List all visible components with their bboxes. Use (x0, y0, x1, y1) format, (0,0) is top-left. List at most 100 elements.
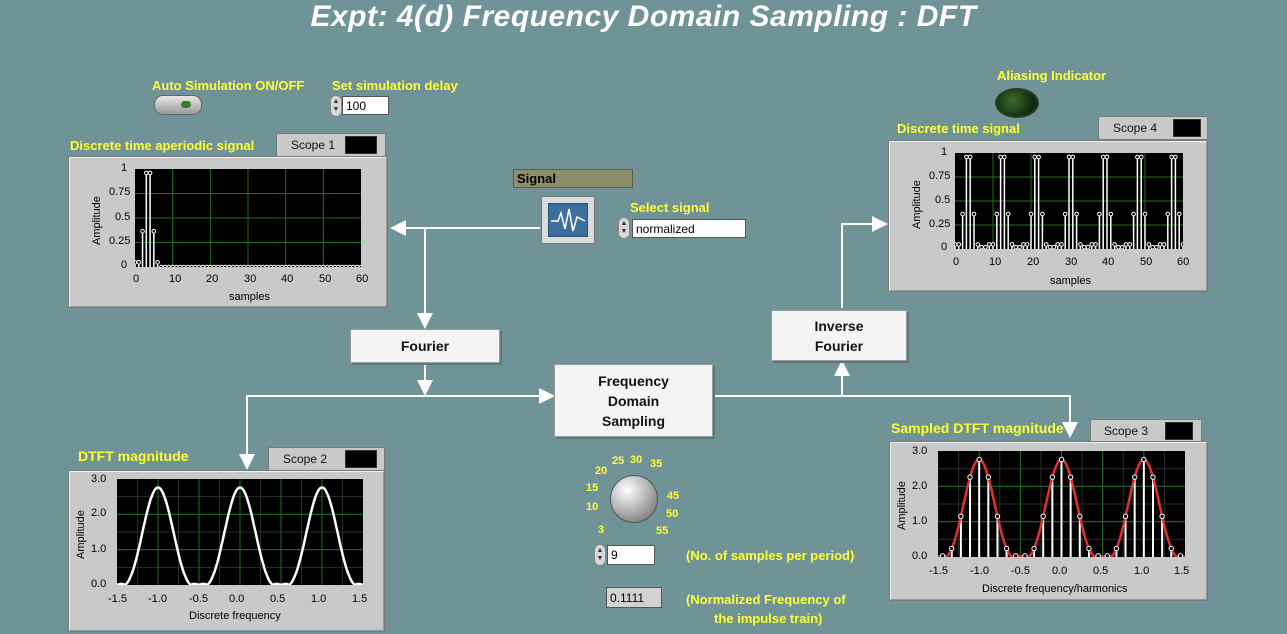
x-tick: -0.5 (189, 593, 208, 605)
stem-marker (1074, 211, 1079, 217)
stem-marker (1067, 474, 1074, 480)
frequency-domain-sampling-block: Frequency Domain Sampling (554, 364, 713, 437)
stem-marker (189, 264, 194, 267)
stem-marker (1086, 545, 1092, 552)
stem-marker (181, 264, 187, 267)
stem-marker (1032, 154, 1038, 160)
scope1-tab-label: Scope 1 (290, 138, 336, 152)
scope4-plot[interactable] (955, 153, 1183, 249)
stem-marker (1141, 456, 1147, 463)
scope1-plot[interactable] (135, 169, 361, 267)
samples-knob-group: 3 10 15 20 25 30 35 45 50 55 (584, 454, 684, 540)
scope3-tab[interactable]: Scope 3 (1090, 419, 1202, 443)
stem-marker (1161, 242, 1167, 247)
stem-marker (196, 264, 202, 267)
stem-marker (1127, 242, 1133, 247)
stem-marker (283, 264, 288, 267)
scope2-tab[interactable]: Scope 2 (268, 447, 385, 471)
scope1-xlabel: samples (229, 291, 270, 303)
scope1-title: Discrete time aperiodic signal (70, 138, 255, 153)
scope4-ylabel: Amplitude (911, 180, 923, 229)
scope3-tab-label: Scope 3 (1103, 424, 1149, 438)
fds-line3: Sampling (601, 412, 665, 429)
x-tick: 1.0 (1134, 565, 1150, 577)
scope2-xlabel: Discrete frequency (189, 610, 281, 622)
stem-marker (339, 264, 345, 267)
select-signal-input[interactable]: normalized (632, 219, 746, 238)
y-tick: 0.25 (109, 235, 131, 247)
knob-label: 3 (598, 524, 605, 536)
x-tick: 50 (319, 273, 332, 285)
knob-label: 30 (630, 454, 643, 466)
stem-marker (1169, 154, 1174, 160)
stem-marker (1135, 154, 1140, 160)
samples-input[interactable]: 9 (607, 545, 655, 565)
stem-marker (1180, 242, 1183, 247)
stem-marker (321, 264, 326, 267)
scope1-tab[interactable]: Scope 1 (276, 133, 386, 157)
scope4-tab-label: Scope 4 (1112, 121, 1158, 135)
x-tick: 40 (1102, 256, 1115, 268)
samples-label: (No. of samples per period) (686, 548, 855, 563)
stem-marker (1095, 553, 1101, 557)
x-tick: 0 (133, 273, 140, 285)
scope3-plot[interactable] (938, 451, 1185, 557)
scope4-tab[interactable]: Scope 4 (1098, 116, 1208, 140)
stem-marker (1066, 154, 1072, 160)
y-tick: 3.0 (91, 473, 107, 485)
stem-marker (1013, 553, 1019, 557)
x-tick: 1.0 (311, 593, 327, 605)
scope1-ylabel: Amplitude (91, 196, 103, 245)
y-tick: 2.0 (91, 507, 107, 519)
stem-marker (219, 264, 224, 267)
delay-spinner[interactable]: ▲▼ (330, 95, 342, 117)
stem-marker (1159, 513, 1165, 519)
delay-input[interactable]: 100 (342, 96, 389, 115)
stem-marker (1157, 242, 1163, 247)
x-tick: 60 (1177, 256, 1190, 268)
stem-marker (1009, 242, 1015, 247)
auto-sim-toggle[interactable] (154, 95, 202, 115)
stem-marker (998, 154, 1003, 160)
stem-marker (1058, 456, 1065, 463)
stem-marker (1077, 513, 1083, 519)
knob-label: 15 (586, 482, 599, 494)
stem-marker (949, 545, 955, 552)
knob-label: 20 (595, 465, 608, 477)
stem-marker (253, 264, 258, 267)
stem-marker (1176, 211, 1182, 217)
y-tick: 1.0 (91, 543, 107, 555)
scope3-ylabel: Amplitude (896, 481, 908, 530)
stem-marker (287, 264, 292, 267)
y-tick: 0 (121, 259, 128, 271)
signal-icon-button[interactable] (541, 196, 595, 244)
stem-marker (159, 264, 164, 267)
x-tick: 0 (953, 256, 960, 268)
aliasing-indicator-led (995, 88, 1039, 118)
stem-marker (1062, 211, 1068, 217)
stem-marker (994, 211, 1000, 217)
x-tick: 60 (356, 273, 369, 285)
stem-marker (162, 264, 168, 267)
stem-marker (990, 242, 996, 247)
stem-marker (208, 264, 213, 267)
samples-knob[interactable] (610, 475, 658, 523)
stem-marker (979, 244, 984, 249)
select-signal-spinner[interactable]: ▲▼ (618, 217, 630, 239)
scope2-panel: 3.0 2.0 1.0 0.0 -1.5 -1.0 -0.5 0.0 0.5 1… (68, 470, 385, 632)
stem-marker (1013, 244, 1019, 249)
stem-marker (177, 264, 183, 267)
stem-marker (1173, 154, 1178, 160)
scope3-panel: 3.0 2.0 1.0 0.0 -1.5 -1.0 -0.5 0.0 0.5 1… (889, 441, 1208, 601)
stem-marker (1131, 211, 1136, 217)
stem-marker (1070, 154, 1076, 160)
scope2-plot[interactable] (117, 479, 363, 585)
stem-marker (956, 242, 962, 247)
x-tick: 0.5 (270, 593, 286, 605)
samples-spinner[interactable]: ▲▼ (594, 544, 606, 566)
waveform-icon (548, 203, 588, 237)
y-tick: 1 (941, 146, 948, 158)
inverse-fourier-block: Inverse Fourier (771, 310, 907, 361)
stem-marker (1059, 242, 1064, 247)
knob-label: 10 (586, 501, 599, 513)
